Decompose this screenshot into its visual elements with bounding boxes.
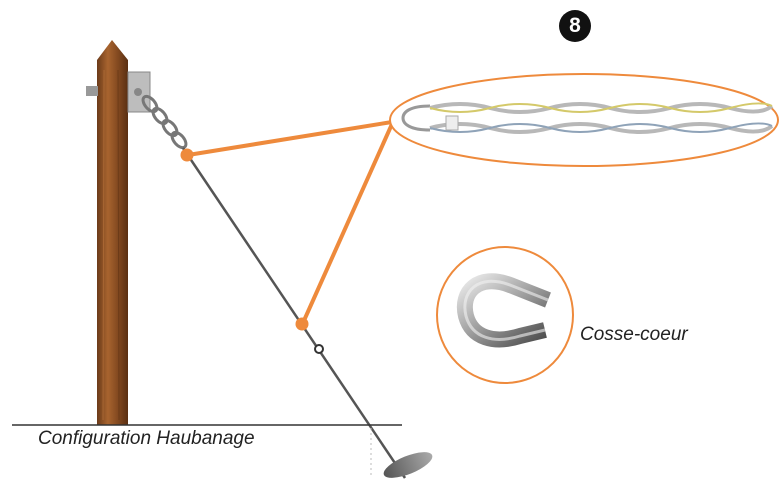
guy-cable <box>181 147 407 479</box>
ground-anchor <box>383 452 433 478</box>
callout-lines <box>187 120 394 326</box>
cable-ring <box>314 344 324 354</box>
preformed-grip <box>401 102 774 134</box>
thimble-callout <box>436 246 574 384</box>
thimble-label: Cosse-coeur <box>580 324 688 345</box>
step-number-badge: 8 <box>559 10 591 42</box>
callout-dot-upper <box>180 148 194 162</box>
diagram-caption: Configuration Haubanage <box>38 428 255 449</box>
preformed-grip-callout <box>389 73 779 167</box>
callout-dot-lower <box>295 317 309 331</box>
wooden-pole <box>97 40 128 425</box>
thimble-icon <box>456 273 551 348</box>
turnbuckle-chain <box>141 94 188 150</box>
